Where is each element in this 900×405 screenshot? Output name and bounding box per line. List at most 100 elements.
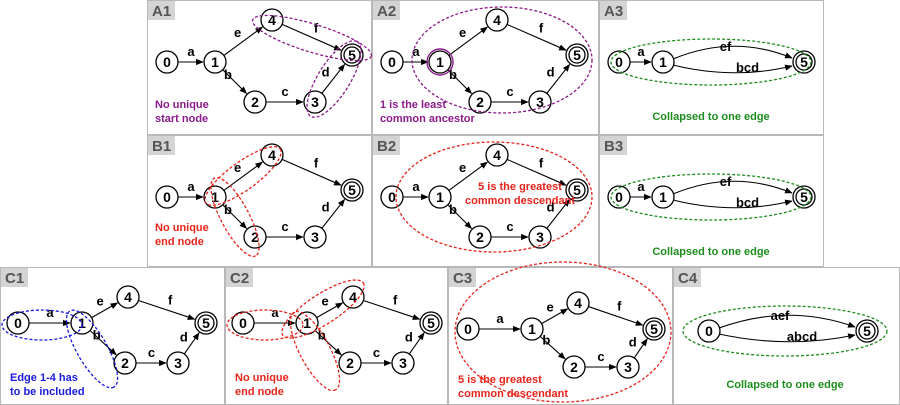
node-3: [528, 90, 552, 114]
node-4-label: 4: [268, 12, 276, 28]
edge-label-e: e: [459, 160, 466, 175]
panel-frame: [225, 267, 448, 405]
node-0-label: 0: [163, 189, 171, 205]
node-0: [231, 311, 255, 335]
collapsed-edge-lower-label: bcd: [736, 60, 759, 75]
node-5-label: 5: [427, 315, 435, 331]
edge-3-5: [546, 63, 571, 94]
node-3: [303, 225, 327, 249]
edge-label-b: b: [224, 202, 232, 217]
node-4-label: 4: [574, 295, 582, 311]
edge-label-d: d: [180, 329, 188, 344]
edge-4-5: [506, 23, 567, 51]
edge-label-b: b: [224, 67, 232, 82]
panel-tag-box: [226, 268, 253, 287]
node-2: [243, 90, 267, 114]
edge-label-e: e: [546, 299, 553, 314]
edge-label-a: a: [412, 179, 420, 194]
highlight-ellipse-1: [682, 305, 888, 357]
node-2-label: 2: [251, 229, 259, 245]
node-4-label: 4: [493, 147, 501, 163]
node-2-label: 2: [476, 229, 484, 245]
panel-note-line-2: common descendant: [465, 195, 575, 207]
edge-label-a: a: [271, 305, 279, 320]
collapsed-edge-upper-label: ef: [720, 39, 732, 54]
node-0: [6, 311, 30, 335]
node-4: [485, 143, 509, 167]
edge-4-5: [363, 299, 421, 320]
highlight-ellipse-2: [65, 309, 119, 389]
node-0-label: 0: [388, 189, 396, 205]
edge-label-f: f: [393, 293, 398, 308]
node-3: [166, 351, 190, 375]
node-1: [651, 50, 675, 74]
node-3: [528, 225, 552, 249]
edge-label-c: c: [597, 349, 604, 364]
panel-tag-box: [449, 268, 476, 287]
node-0: [697, 319, 721, 343]
node-2-label: 2: [570, 359, 578, 375]
node-2: [338, 351, 362, 375]
node-5-label: 5: [800, 54, 808, 70]
panel-tag-box: [600, 136, 627, 155]
node-0: [456, 317, 480, 341]
edge-label-a: a: [46, 305, 54, 320]
node-1: [428, 50, 452, 74]
node-3-label: 3: [536, 94, 544, 110]
panel-tag: A1: [152, 3, 171, 20]
panel-tag: C2: [230, 270, 249, 287]
edge-label-f: f: [617, 299, 622, 314]
highlight-ellipse-2: [426, 48, 454, 76]
node-0-label: 0: [14, 315, 22, 331]
edge-1-4: [316, 302, 344, 319]
node-1: [520, 317, 544, 341]
edge-label-e: e: [459, 25, 466, 40]
node-0-label: 0: [163, 54, 171, 70]
edge-label-a: a: [637, 179, 645, 194]
panel-tag: B1: [152, 138, 171, 155]
node-3-label: 3: [536, 229, 544, 245]
node-5-label: 5: [348, 47, 356, 63]
node-0: [155, 185, 179, 209]
edge-label-a: a: [412, 44, 420, 59]
node-5-end-ring: [645, 320, 663, 338]
highlight-ellipse-1: [251, 14, 373, 62]
node-1-label: 1: [528, 321, 536, 337]
edge-label-b: b: [318, 328, 326, 343]
edge-label-a: a: [637, 44, 645, 59]
panel-note-line-1: 1 is the least: [380, 99, 446, 111]
edge-3-5: [546, 198, 571, 229]
node-1-label: 1: [659, 189, 667, 205]
node-5-label: 5: [348, 182, 356, 198]
node-0: [380, 50, 404, 74]
highlight-ellipse-1: [411, 6, 593, 114]
highlight-ellipse-2: [210, 176, 260, 258]
panel-note-line-1: No unique: [155, 99, 209, 111]
node-4-label: 4: [268, 147, 276, 163]
node-5-end-ring: [858, 322, 876, 340]
edge-label-d: d: [629, 334, 637, 349]
edge-3-5: [633, 338, 648, 359]
collapsed-edge-lower: [718, 333, 856, 343]
node-4: [566, 291, 590, 315]
edge-label-f: f: [539, 155, 544, 170]
edge-label-f: f: [168, 293, 173, 308]
edge-4-5: [281, 158, 342, 186]
node-2-label: 2: [346, 355, 354, 371]
node-4: [260, 8, 284, 32]
edge-label-a: a: [187, 44, 195, 59]
panel-note-line-2: common ancestor: [380, 113, 475, 125]
edge-label-c: c: [506, 84, 513, 99]
edge-label-c: c: [506, 219, 513, 234]
node-1: [428, 185, 452, 209]
node-0-label: 0: [388, 54, 396, 70]
collapsed-edge-lower-label: bcd: [736, 195, 759, 210]
collapsed-edge-upper-label: aef: [771, 308, 790, 323]
node-5-end-ring: [197, 314, 215, 332]
edge-label-c: c: [373, 345, 380, 360]
edge-label-d: d: [322, 64, 330, 79]
edge-1-2: [89, 330, 117, 356]
